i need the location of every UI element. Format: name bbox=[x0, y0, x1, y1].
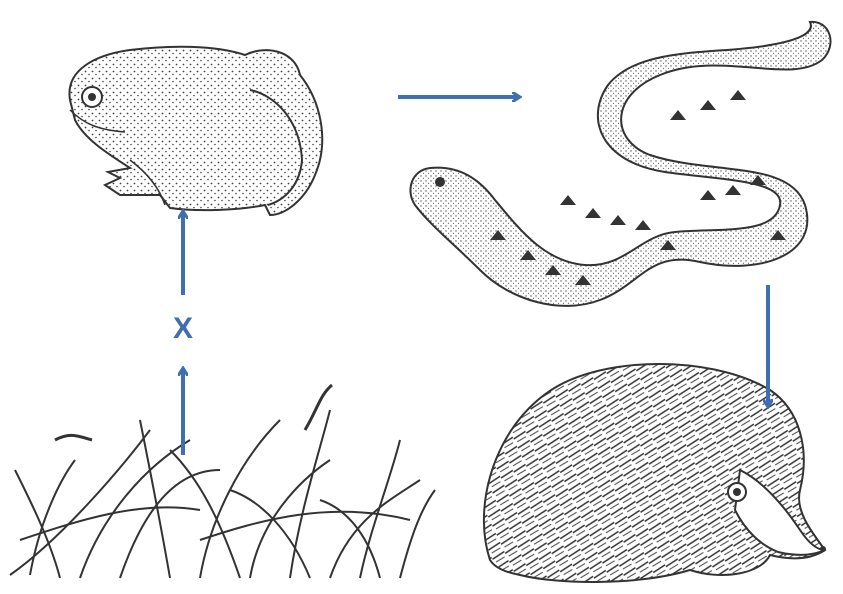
grass-drawing-icon bbox=[10, 385, 435, 578]
snake-drawing-icon bbox=[410, 22, 830, 306]
unknown-organism-label: X bbox=[166, 312, 200, 346]
toad-drawing-icon bbox=[69, 47, 322, 215]
hedgehog-drawing-icon bbox=[484, 364, 826, 582]
